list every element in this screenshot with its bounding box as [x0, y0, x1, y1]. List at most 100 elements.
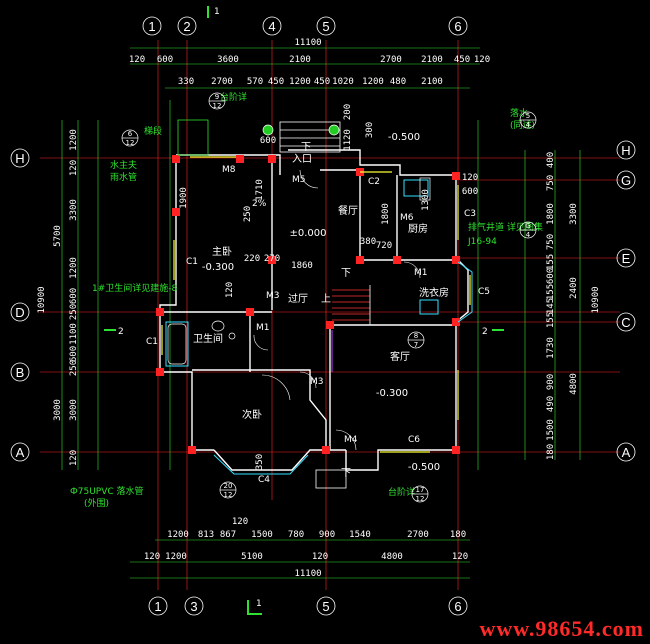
grid-label-left-D: D: [15, 305, 24, 320]
svg-text:20: 20: [224, 482, 233, 490]
dim-top2: 2100: [421, 77, 443, 87]
dim-left: 120: [69, 450, 79, 466]
dim-right: 750: [546, 175, 556, 191]
dim-bottom: 1500: [251, 530, 273, 540]
dim-left: 3000: [69, 399, 79, 421]
dim-right-total: 10900: [591, 286, 601, 313]
grid-bubble-right-C: [616, 312, 636, 332]
grid-bubble-bottom-1: [148, 596, 168, 616]
grid-label-right-E: E: [622, 251, 631, 266]
dim-left: 1200: [69, 129, 79, 151]
note-rain: 雨水管: [110, 171, 137, 183]
mark-m3: M3: [266, 291, 280, 301]
dim-bottom-total: 11100: [294, 569, 321, 579]
dim-right: 1500: [546, 419, 556, 441]
dim-bottom: 120: [232, 517, 248, 527]
grid-bubble-top-5: [316, 16, 336, 36]
dim-bottom2: 4800: [381, 552, 403, 562]
dim-left: 120: [69, 160, 79, 176]
note-step-detail-2: 台阶详: [388, 486, 415, 498]
dim-top2: 2700: [211, 77, 233, 87]
section-mark-bottom: 1: [256, 599, 262, 609]
svg-text:12: 12: [126, 139, 135, 147]
dim-right: 155: [546, 284, 556, 300]
room-living: 客厅: [390, 350, 410, 363]
svg-text:350: 350: [255, 454, 265, 470]
grid-bubble-right-G: [616, 170, 636, 190]
mark-c1b: C1: [146, 337, 158, 347]
grid-bubble-right-A: [616, 442, 636, 462]
stairs: [332, 285, 371, 325]
dim-bottom: 813: [198, 530, 214, 540]
note-step-detail: 台阶详: [220, 91, 247, 103]
top-dimensions: 11100 120 600 3600 2100 2700 2100 450 12…: [129, 38, 490, 87]
dim-bottom: 900: [319, 530, 335, 540]
grid-bubbles-top: [10, 16, 636, 616]
svg-text:1710: 1710: [255, 179, 265, 201]
dim-top2: 450: [268, 77, 284, 87]
grid-bubble-bottom-6: [448, 596, 468, 616]
grid-label-bottom-6: 6: [454, 599, 461, 614]
right-dimensions: 400 750 1800 750 155 600 155 145 155 173…: [546, 152, 601, 460]
room-labels: 主卧 -0.300 餐厅 ±0.000 厨房 过厅 卫生间 洗衣房 客厅 -0.…: [193, 132, 449, 479]
grid-label-right-C: C: [621, 315, 630, 330]
grid-bubble-bottom-3: [184, 596, 204, 616]
note-exhaust-code: J16-94: [467, 237, 497, 247]
door-swings: [253, 169, 421, 451]
mark-c2: C2: [368, 177, 380, 187]
dim-right: 490: [546, 396, 556, 412]
dim-top2: 450: [314, 77, 330, 87]
dim-right: 600: [546, 268, 556, 284]
dim-right: 155: [546, 254, 556, 270]
svg-text:7: 7: [414, 341, 418, 349]
stair-down: 下: [341, 268, 351, 279]
room-secondary: 次卧: [242, 408, 262, 421]
grid-label-left-A: A: [16, 445, 25, 460]
grid-label-left-B: B: [16, 365, 25, 380]
bottom-dimensions: 1200 813 867 120 1500 780 900 1540 2700 …: [144, 517, 468, 579]
dim-top: 120: [129, 55, 145, 65]
svg-text:270: 270: [264, 254, 280, 264]
grid-bubble-labels: 1 2 4 5 6 1 3 5 6 H D B A H G E C A: [15, 19, 631, 614]
svg-text:1800: 1800: [381, 203, 391, 225]
dim-bottom2: 120: [312, 552, 328, 562]
dim-bottom: 1540: [349, 530, 371, 540]
svg-text:12: 12: [224, 491, 233, 499]
svg-text:4: 4: [526, 231, 531, 239]
svg-text:1900: 1900: [179, 187, 189, 209]
mark-m6: M6: [400, 213, 414, 223]
dim-left: 3000: [53, 399, 63, 421]
detail-bubble-labels: 9 12 6 12 G 4 5 4 17 12 20 12 8 7: [126, 93, 531, 503]
grid-label-top-5: 5: [322, 19, 329, 34]
bath-fixtures: [167, 124, 431, 365]
section-mark-top: 1: [214, 7, 220, 17]
dim-left: 3300: [69, 199, 79, 221]
room-passage: 过厅: [288, 292, 308, 305]
mark-m1: M1: [256, 323, 270, 333]
room-kitchen: 厨房: [408, 222, 428, 235]
grid-bubble-top-4: [262, 16, 282, 36]
dim-top: 2100: [289, 55, 311, 65]
note-drain-2: (同述): [510, 119, 535, 131]
svg-text:5: 5: [526, 112, 530, 120]
grid-bubble-right-H: [616, 140, 636, 160]
mark-m1b: M1: [414, 268, 428, 278]
dim-top2: 1020: [332, 77, 354, 87]
svg-text:9: 9: [215, 93, 219, 101]
section-marks: 1 1 2 2: [104, 6, 504, 615]
dim-top: 2100: [421, 55, 443, 65]
interior-dimensions: 600 300 200 1120 380 120 600 1710 250 18…: [179, 104, 478, 470]
note-pipe: Ф75UPVC 落水管: [70, 485, 144, 497]
porch-level: -0.500: [408, 462, 440, 473]
svg-text:4: 4: [526, 121, 531, 129]
dim-bottom2: 1200: [165, 552, 187, 562]
grid-label-left-H: H: [15, 151, 24, 166]
svg-text:1300: 1300: [421, 189, 431, 211]
mark-c6: C6: [408, 435, 420, 445]
grid-label-right-A: A: [622, 445, 631, 460]
dim-left: 5700: [53, 225, 63, 247]
grid-label-bottom-3: 3: [190, 599, 197, 614]
dim-top2: 570: [247, 77, 263, 87]
mark-m3b: M3: [310, 377, 324, 387]
grid-label-bottom-1: 1: [154, 599, 161, 614]
